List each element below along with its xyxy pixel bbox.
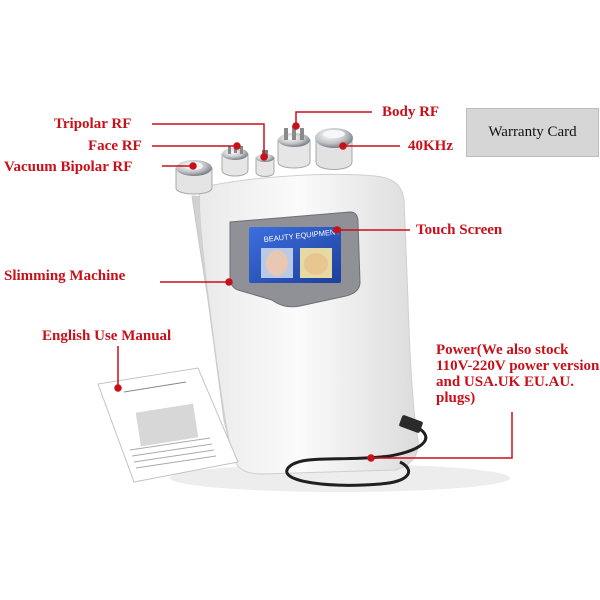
label-slimming-machine: Slimming Machine (4, 268, 126, 284)
face-rf-head (221, 145, 249, 177)
label-vacuum-bipolar-rf: Vacuum Bipolar RF (4, 159, 133, 175)
callout-line-tripolar-rf (152, 123, 265, 156)
label-40khz: 40KHz (408, 138, 453, 154)
label-power: Power(We also stock 110V-220V power vers… (436, 342, 600, 406)
power-plug (399, 415, 423, 433)
warranty-card: Warranty Card (466, 108, 599, 157)
english-use-manual-booklet (97, 367, 239, 483)
body-rf-head (277, 126, 311, 169)
callout-line-body-rf (295, 111, 372, 124)
label-face-rf: Face RF (88, 138, 142, 154)
label-touch-screen: Touch Screen (416, 222, 503, 238)
callout-line-power (372, 412, 513, 459)
label-english-use-manual: English Use Manual (42, 328, 172, 344)
power-cable (285, 422, 428, 487)
label-body-rf: Body RF (382, 104, 440, 120)
40khz-cavitation-head (315, 128, 353, 170)
label-tripolar-rf: Tripolar RF (54, 116, 132, 132)
